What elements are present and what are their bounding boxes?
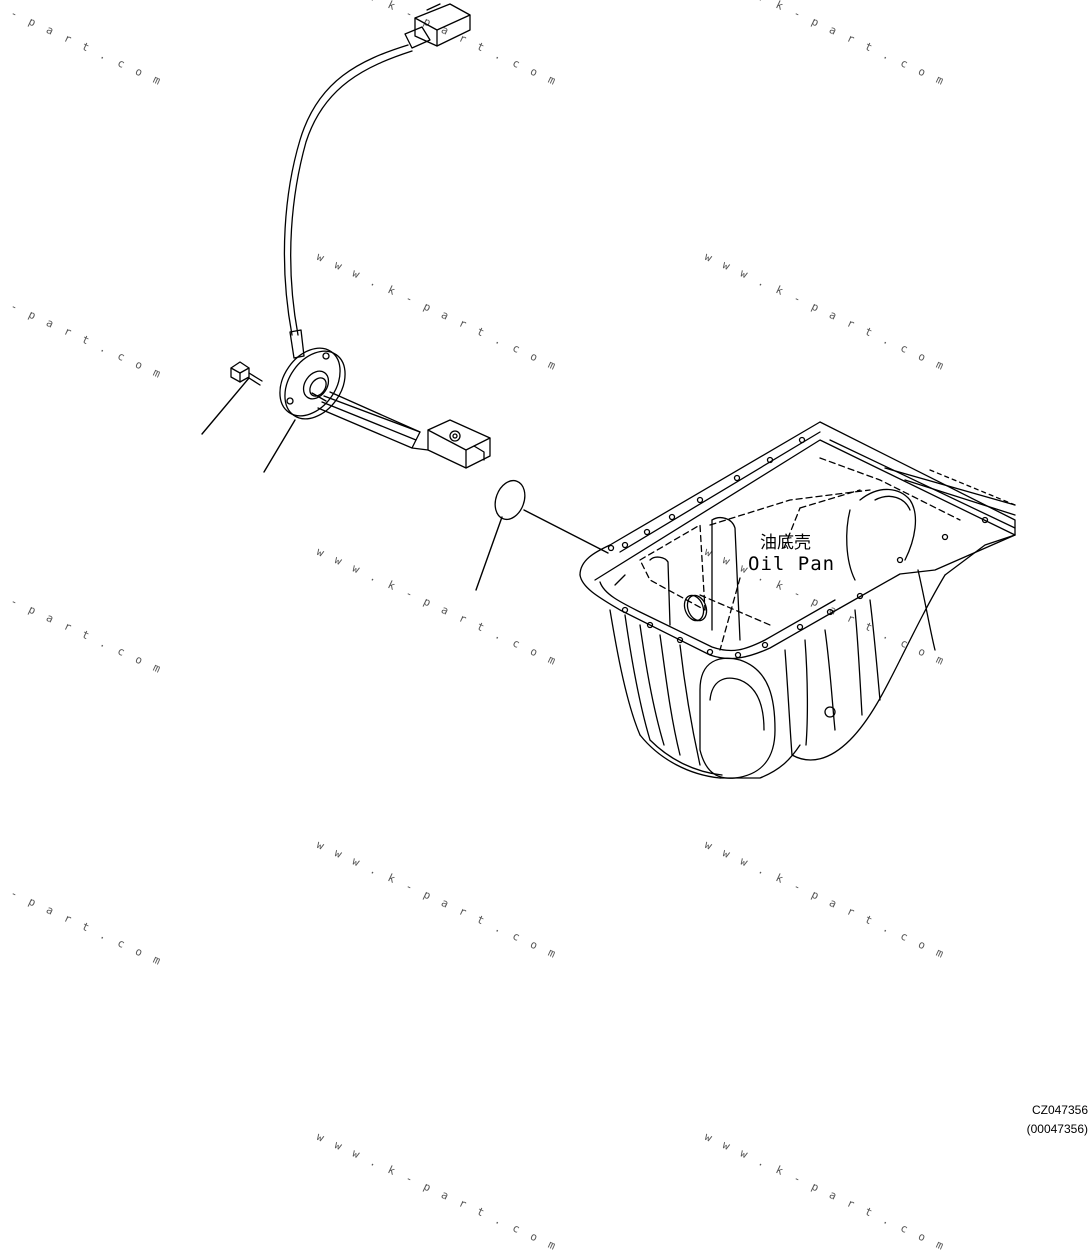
- line-drawing: [201, 3, 1016, 779]
- wire-boot: [289, 329, 305, 359]
- watermark: w w w . k - p a r t . c o m: [314, 1130, 561, 1254]
- drawing-code: CZ047356: [1031, 1103, 1088, 1117]
- oil-pan-label-cn: 油底壳: [760, 533, 811, 553]
- oil-pan: [579, 421, 1016, 779]
- oil-pan-label-en: Oil Pan: [748, 553, 836, 575]
- sensor-wire: [283, 44, 413, 336]
- harness-connector: [404, 3, 471, 49]
- gasket-ring: [494, 479, 526, 521]
- sensor-flange: [279, 347, 346, 420]
- watermark: w w w . k - p a r t . c o m: [702, 1130, 949, 1254]
- drawing-code-secondary: (00047356): [1026, 1122, 1088, 1136]
- leader-lines: [201, 377, 609, 591]
- sensor-float: [411, 419, 491, 469]
- bolt: [230, 361, 263, 386]
